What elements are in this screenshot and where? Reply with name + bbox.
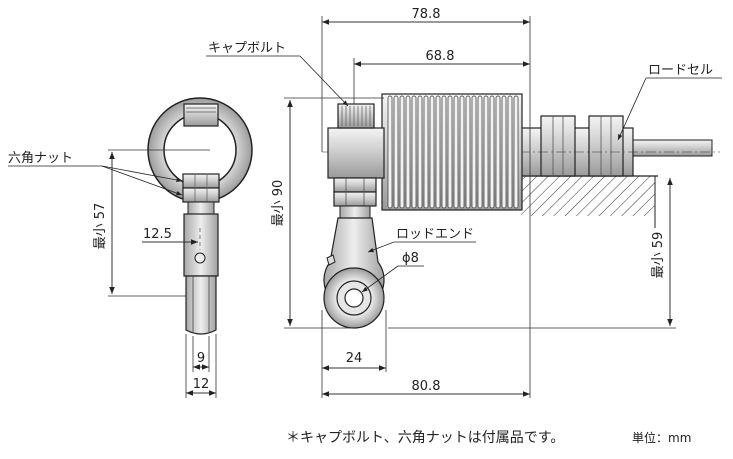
- cooling-fin: [471, 95, 477, 209]
- cooling-fin: [465, 95, 471, 209]
- front-view: [322, 93, 720, 329]
- footer-note: ＊キャプボルト、六角ナットは付属品です。: [286, 430, 564, 446]
- hex-nut-front-upper: [333, 177, 377, 193]
- label-cap-bolt: キャプボルト: [208, 41, 286, 56]
- grease-nipple-front: [326, 254, 336, 266]
- dim-text-9: 9: [197, 351, 205, 366]
- cooling-fin: [507, 95, 513, 209]
- cap-bolt-head-side: [183, 103, 219, 127]
- hex-nut-front-lower: [333, 191, 377, 207]
- dim-text-24: 24: [346, 351, 363, 366]
- load-cell-end-block: [327, 127, 385, 179]
- cooling-fin: [483, 95, 489, 209]
- dim-text-12: 12: [193, 377, 210, 392]
- cooling-fin: [495, 95, 501, 209]
- dim-text-78-8: 78.8: [412, 7, 441, 22]
- stud-side: [187, 201, 215, 215]
- label-hex-nut: 六角ナット: [8, 151, 73, 166]
- cooling-fin: [477, 95, 483, 209]
- cooling-fin: [441, 95, 447, 209]
- cooling-fin: [423, 95, 429, 209]
- label-load-cell: ロードセル: [648, 63, 713, 78]
- hex-nut-callout: 六角ナット: [8, 151, 183, 196]
- hex-nut-side-upper: [182, 173, 220, 189]
- dim-text-80-8: 80.8: [412, 379, 441, 394]
- mounting-base-hatch: [521, 176, 655, 216]
- cooling-fin: [447, 95, 453, 209]
- rod-end-bore: [344, 288, 364, 308]
- cooling-fin: [405, 95, 411, 209]
- cooling-fin: [501, 95, 507, 209]
- front-view-callouts: キャプボルト ロードセル ロッドエンド: [206, 41, 722, 253]
- cooling-fin: [459, 95, 465, 209]
- dim-text-bore-diameter: ϕ8: [402, 251, 419, 266]
- dim-text-12-5: 12.5: [143, 227, 172, 242]
- cooling-fin: [435, 95, 441, 209]
- cooling-fins: [387, 95, 519, 209]
- cap-bolt-head-front: [337, 103, 375, 129]
- hex-nut-side-lower: [182, 187, 220, 203]
- dim-text-min90: 最小 90: [271, 180, 286, 227]
- shaft-nut-2: [588, 115, 624, 177]
- cooling-fin: [453, 95, 459, 209]
- side-view: [147, 97, 253, 335]
- dim-text-min59: 最小 59: [651, 232, 666, 279]
- cooling-fin: [387, 95, 393, 209]
- cooling-fin: [417, 95, 423, 209]
- cooling-fin: [489, 95, 495, 209]
- cooling-fin: [429, 95, 435, 209]
- dim-text-68-8: 68.8: [426, 49, 455, 64]
- shaft-nut-1: [540, 115, 576, 177]
- cable: [629, 139, 713, 157]
- dim-text-min57: 最小 57: [93, 203, 108, 250]
- cooling-fin: [411, 95, 417, 209]
- cooling-fin: [393, 95, 399, 209]
- front-view-dimensions: 78.8 68.8 最小 90 最小 59 24 80.8 ϕ8: [271, 7, 676, 398]
- side-view-dimensions: 最小 57 12.5 9 12: [93, 149, 217, 398]
- grease-nipple-side: [194, 252, 206, 264]
- cooling-fin: [399, 95, 405, 209]
- stud-front: [339, 205, 371, 219]
- footer-unit: 単位：mm: [632, 430, 691, 445]
- cooling-fin: [513, 95, 519, 209]
- rod-end-head-side: [185, 275, 217, 335]
- rod-end-shank-side: [183, 213, 219, 277]
- label-rod-end: ロッドエンド: [396, 227, 474, 242]
